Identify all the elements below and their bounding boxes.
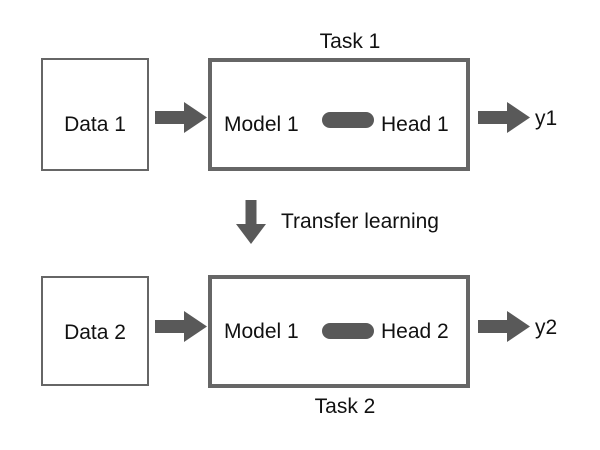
task1-model-label: Model 1 <box>224 113 299 136</box>
y2-output-label: y2 <box>535 316 558 339</box>
task2-model-label: Model 1 <box>224 320 299 343</box>
data1-label: Data 1 <box>64 113 126 136</box>
y1-output-label: y1 <box>535 107 558 130</box>
task2-head-label: Head 2 <box>381 320 449 343</box>
task1-head-label: Head 1 <box>381 113 449 136</box>
arrow-right-icon-data1-to-task1 <box>155 102 207 133</box>
arrow-down-icon-transfer <box>236 200 266 244</box>
task1-title: Task 1 <box>319 30 381 53</box>
data1-box <box>41 58 149 171</box>
task2-title: Task 2 <box>314 395 376 418</box>
capsule-connector-icon-task1 <box>322 112 374 128</box>
data2-box <box>41 276 149 386</box>
arrow-right-icon-task1-to-y1 <box>478 102 530 133</box>
arrow-right-icon-data2-to-task2 <box>155 311 207 342</box>
capsule-connector-icon-task2 <box>322 323 374 339</box>
arrow-right-icon-task2-to-y2 <box>478 311 530 342</box>
data2-label: Data 2 <box>64 321 126 344</box>
transfer-learning-label: Transfer learning <box>281 210 439 233</box>
